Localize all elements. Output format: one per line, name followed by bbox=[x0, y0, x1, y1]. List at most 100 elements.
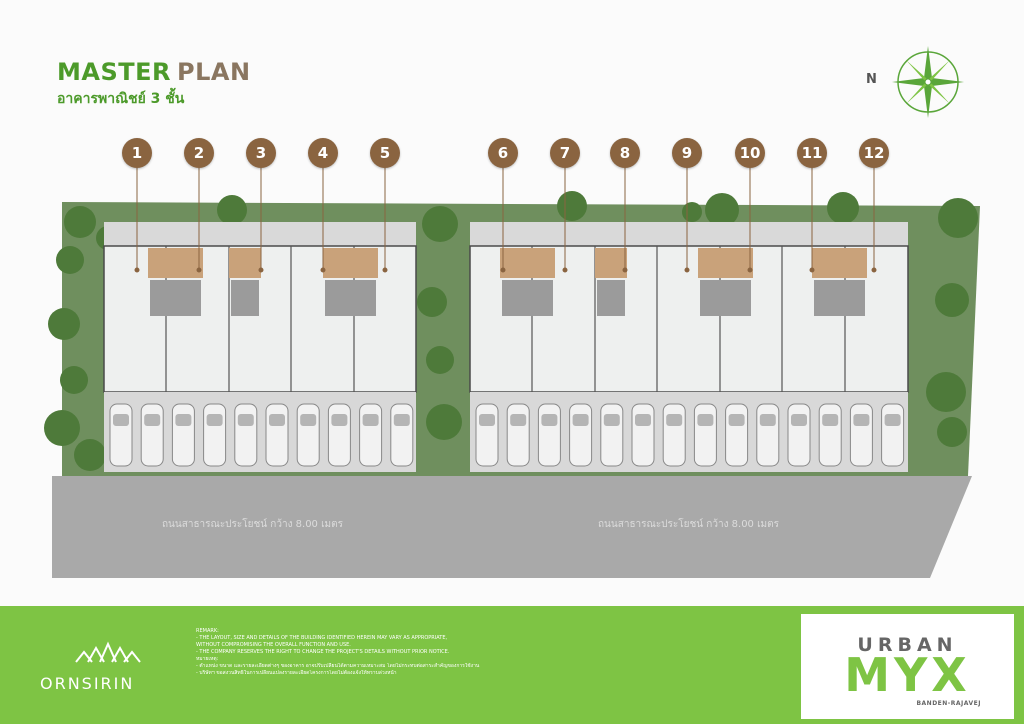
road-label-right: ถนนสาธารณะประโยชน์ กว้าง 8.00 เมตร bbox=[598, 519, 779, 530]
unit-marker-dot bbox=[747, 267, 753, 273]
unit-badge-4: 4 bbox=[308, 138, 338, 168]
car-icon bbox=[390, 403, 414, 467]
car-windshield bbox=[113, 414, 129, 426]
car-icon bbox=[569, 403, 593, 467]
brand-line-urban: URBAN bbox=[857, 634, 958, 656]
car-windshield bbox=[331, 414, 348, 426]
restroom-block bbox=[597, 280, 625, 316]
car-icon bbox=[600, 403, 624, 467]
car-windshield bbox=[666, 414, 683, 426]
compass-rose-icon bbox=[892, 46, 964, 118]
car-icon bbox=[537, 403, 561, 467]
car-windshield bbox=[572, 414, 589, 426]
page-subtitle: อาคารพาณิชย์ 3 ชั้น bbox=[57, 91, 185, 107]
car-windshield bbox=[206, 414, 223, 426]
unit-badge-2: 2 bbox=[184, 138, 214, 168]
car-windshield bbox=[393, 414, 410, 426]
car-icon bbox=[234, 403, 258, 467]
tree-cluster bbox=[44, 191, 978, 471]
restroom-block bbox=[150, 280, 201, 316]
car-windshield bbox=[603, 414, 620, 426]
stair-well bbox=[698, 248, 753, 278]
restroom-block bbox=[814, 280, 865, 316]
car-windshield bbox=[884, 414, 901, 426]
restroom-block bbox=[502, 280, 553, 316]
developer-logo: ORNSIRIN bbox=[40, 640, 180, 700]
restroom-block bbox=[231, 280, 259, 316]
restroom-block bbox=[325, 280, 376, 316]
remark-line: - บริษัทฯ ขอสงวนสิทธิ์ในการเปลี่ยนแปลงรา… bbox=[196, 670, 397, 676]
remark-line: - ตำแหน่ง ขนาด และรายละเอียดต่างๆ ของอาค… bbox=[196, 663, 480, 669]
unit-badge-5: 5 bbox=[370, 138, 400, 168]
stair-well bbox=[148, 248, 203, 278]
unit-marker-dot bbox=[500, 267, 506, 273]
unit-marker-dot bbox=[320, 267, 326, 273]
unit-badge-10: 10 bbox=[735, 138, 765, 168]
car-icon bbox=[693, 403, 717, 467]
remark-line: หมายเหตุ: bbox=[196, 656, 219, 662]
car-icon bbox=[140, 403, 164, 467]
unit-marker-dot bbox=[809, 267, 815, 273]
unit-badge-11: 11 bbox=[797, 138, 827, 168]
car-icon bbox=[787, 403, 811, 467]
public-road bbox=[52, 476, 972, 578]
compass: N bbox=[866, 44, 966, 120]
unit-badge-8: 8 bbox=[610, 138, 640, 168]
car-icon bbox=[506, 403, 530, 467]
remark-line: WITHOUT COMPROMISING THE OVERALL FUNCTIO… bbox=[196, 642, 351, 648]
car-windshield bbox=[791, 414, 807, 426]
car-icon bbox=[756, 403, 780, 467]
car-icon bbox=[109, 403, 133, 467]
unit-leader-lines bbox=[134, 168, 877, 273]
brand-line-myx: MYX bbox=[844, 648, 971, 702]
remark-text: REMARK: - THE LAYOUT, SIZE AND DETAILS O… bbox=[196, 628, 606, 677]
car-icon bbox=[359, 403, 383, 467]
unit-marker-dot bbox=[196, 267, 202, 273]
unit-marker-dot bbox=[562, 267, 568, 273]
car-icon bbox=[849, 403, 873, 467]
unit-marker-dot bbox=[684, 267, 690, 273]
car-windshield bbox=[237, 414, 254, 426]
unit-badge-1: 1 bbox=[122, 138, 152, 168]
car-windshield bbox=[269, 414, 285, 426]
remark-line: - THE COMPANY RESERVES THE RIGHT TO CHAN… bbox=[196, 649, 450, 655]
unit-badge-9: 9 bbox=[672, 138, 702, 168]
stair-well bbox=[229, 248, 261, 278]
car-icon bbox=[475, 403, 499, 467]
car-windshield bbox=[697, 414, 714, 426]
remark-line: - THE LAYOUT, SIZE AND DETAILS OF THE BU… bbox=[196, 635, 448, 641]
road-label-left: ถนนสาธารณะประโยชน์ กว้าง 8.00 เมตร bbox=[162, 519, 343, 530]
car-windshield bbox=[479, 414, 495, 426]
title-word-master: MASTER bbox=[57, 58, 171, 86]
unit-marker-dot bbox=[258, 267, 264, 273]
car-windshield bbox=[144, 414, 161, 426]
car-icon bbox=[327, 403, 351, 467]
unit-marker-dot bbox=[871, 267, 877, 273]
car-windshield bbox=[175, 414, 192, 426]
unit-marker-dot bbox=[134, 267, 140, 273]
car-windshield bbox=[728, 414, 745, 426]
unit-marker-dot bbox=[382, 267, 388, 273]
unit-badge-12: 12 bbox=[859, 138, 889, 168]
stair-well bbox=[500, 248, 555, 278]
car-windshield bbox=[822, 414, 839, 426]
parking-row bbox=[109, 403, 905, 467]
car-windshield bbox=[853, 414, 870, 426]
developer-logo-icon bbox=[75, 641, 141, 663]
site-plan-drawing bbox=[44, 168, 980, 578]
car-icon bbox=[881, 403, 905, 467]
car-icon bbox=[662, 403, 686, 467]
unit-badge-7: 7 bbox=[550, 138, 580, 168]
stair-group bbox=[148, 248, 867, 316]
stair-well bbox=[595, 248, 627, 278]
stair-well bbox=[323, 248, 378, 278]
car-icon bbox=[265, 403, 289, 467]
project-brand-logo: URBAN MYX BANDEN-RAJAVEJ bbox=[801, 614, 1014, 719]
restroom-block bbox=[700, 280, 751, 316]
unit-marker-dot bbox=[622, 267, 628, 273]
car-windshield bbox=[541, 414, 558, 426]
car-icon bbox=[203, 403, 227, 467]
